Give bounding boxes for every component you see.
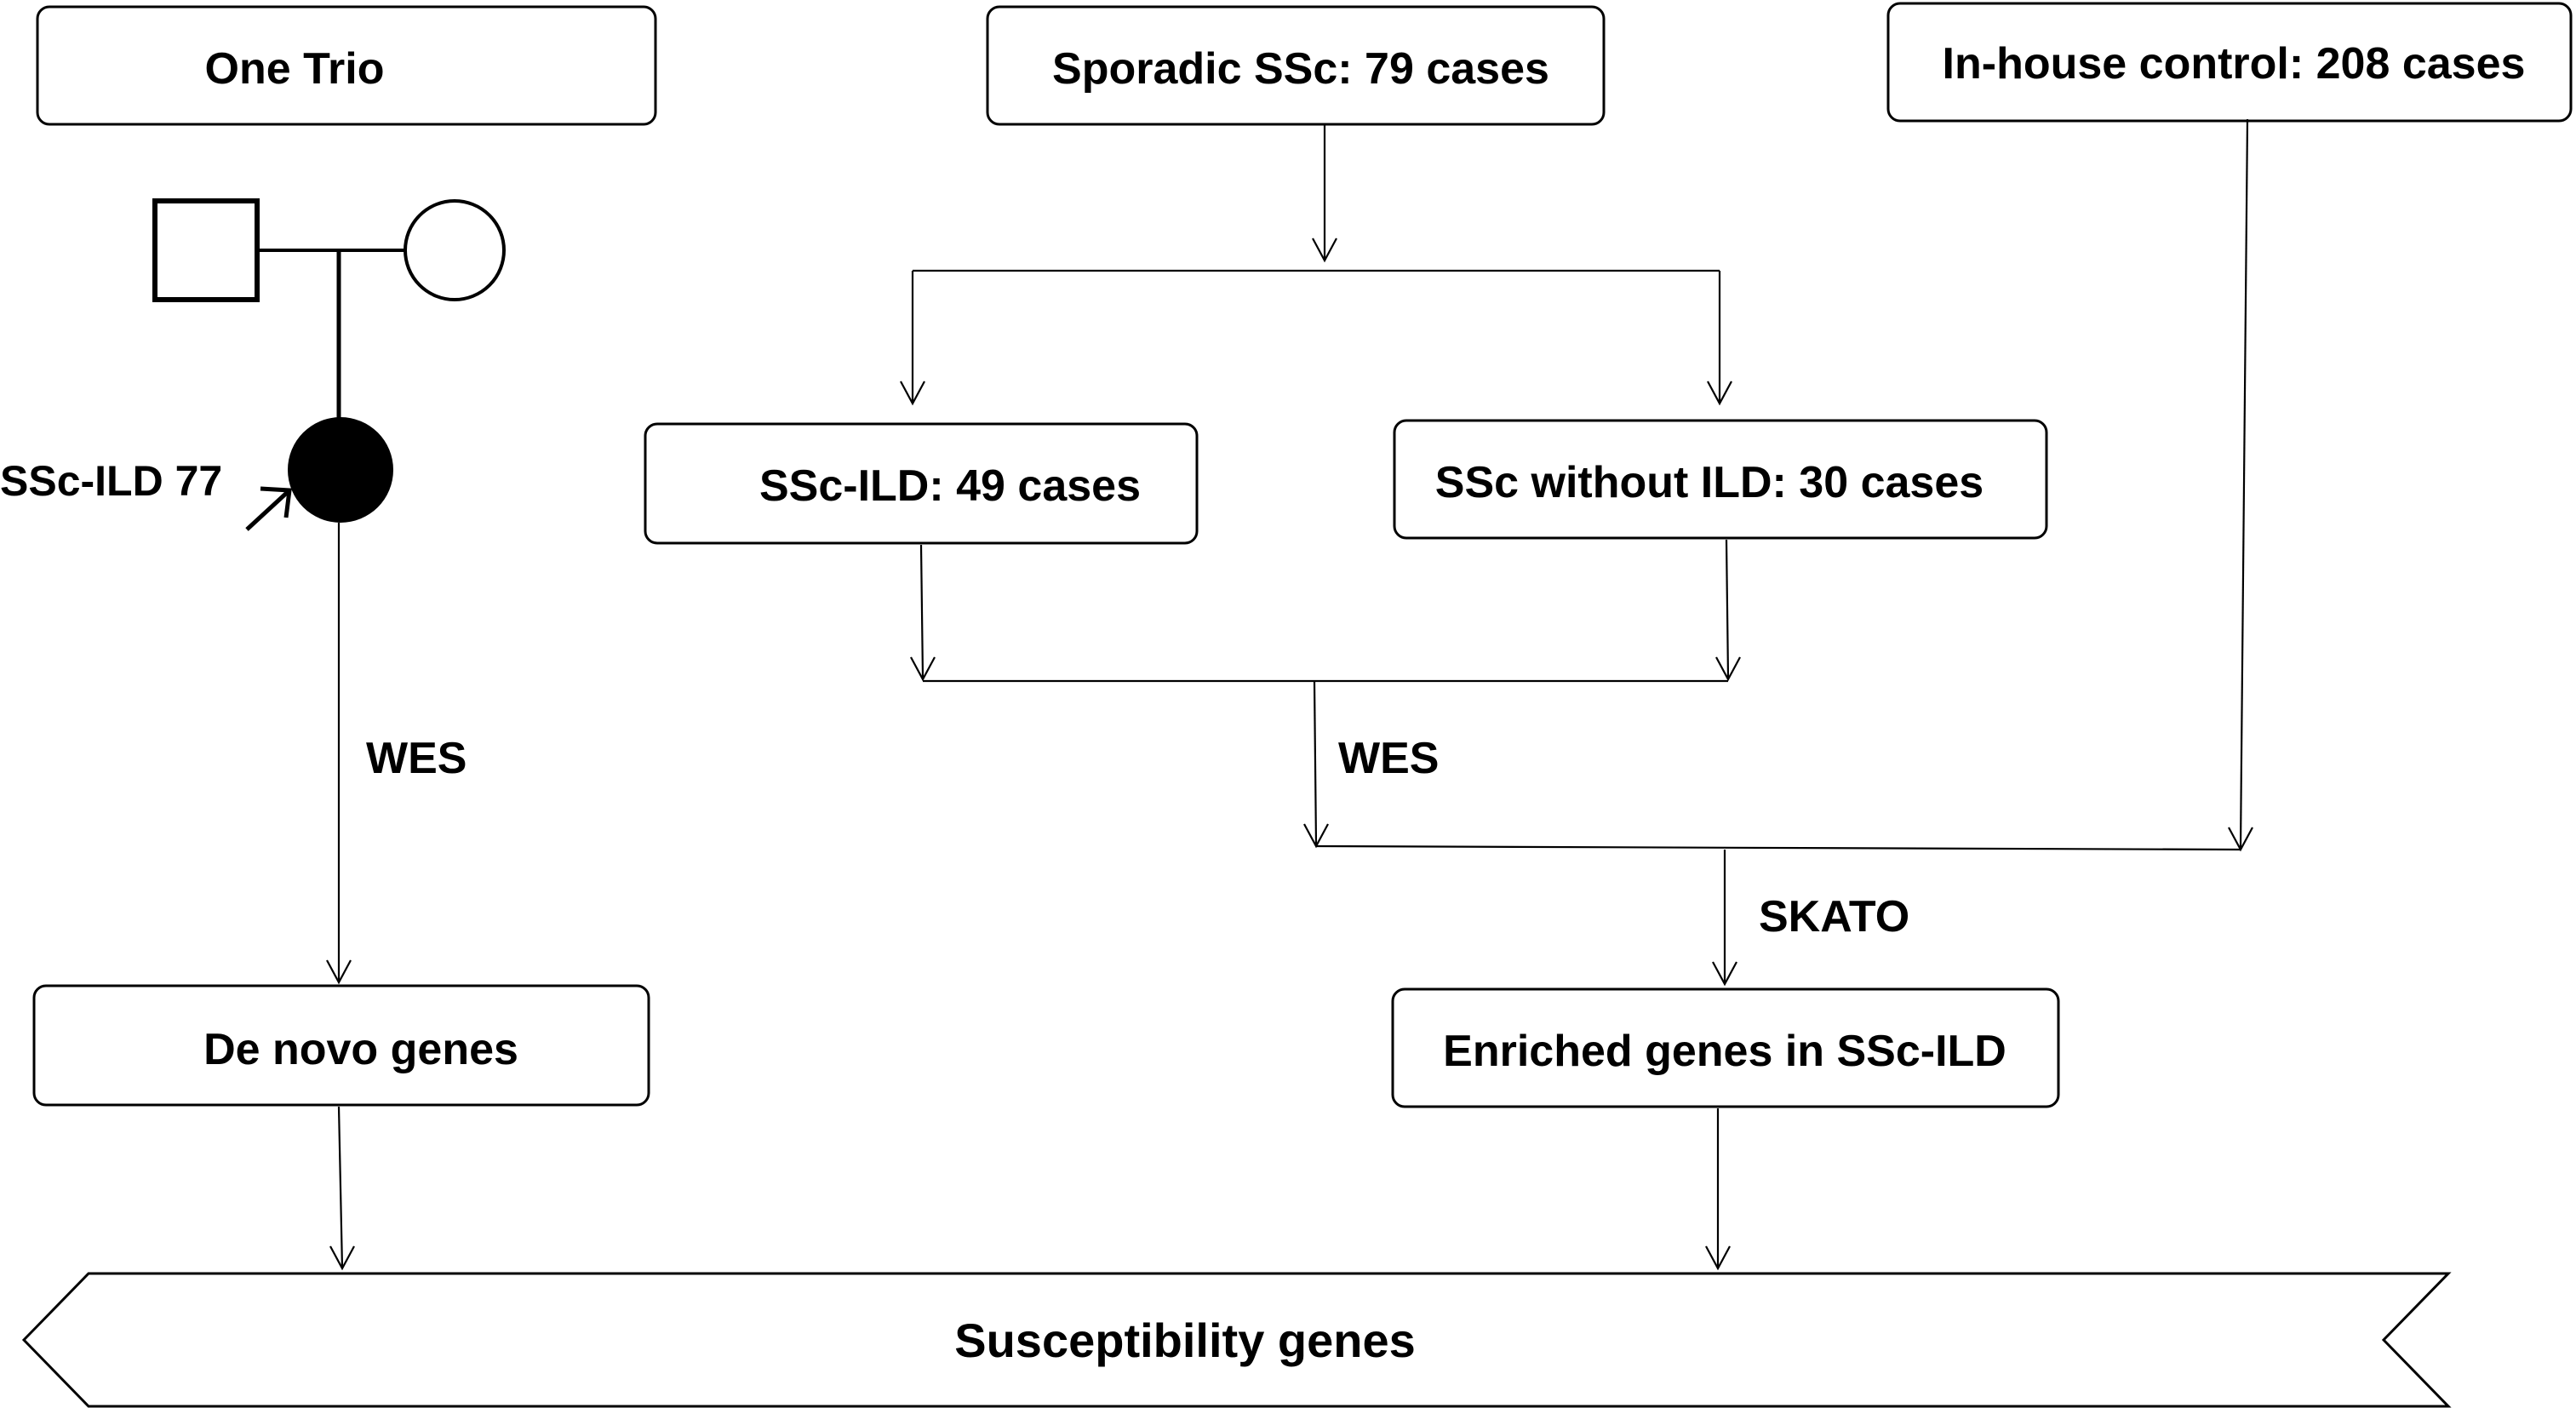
- one-trio-box: One Trio: [36, 5, 657, 126]
- one-trio-label: One Trio: [205, 44, 385, 94]
- susceptibility-label: Susceptibility genes: [954, 1314, 1416, 1367]
- arrowhead-ssc-ild: [900, 381, 925, 406]
- enriched-genes-box: Enriched genes in SSc-ILD: [1391, 987, 2060, 1108]
- in-house-control-label: In-house control: 208 cases: [1943, 39, 2526, 89]
- ssc-without-ild-label: SSc without ILD: 30 cases: [1435, 458, 1984, 507]
- ssc-ild-label: SSc-ILD: 49 cases: [759, 461, 1141, 511]
- ssc-without-ild-box: SSc without ILD: 30 cases: [1393, 419, 2048, 540]
- pedigree: SSc-ILD 77: [0, 198, 506, 531]
- sporadic-ssc-label: Sporadic SSc: 79 cases: [1052, 44, 1549, 94]
- skato-label: SKATO: [1759, 892, 1909, 942]
- proband-arrow: [245, 489, 291, 531]
- arrowhead-sporadic: [1312, 238, 1337, 263]
- susceptibility-banner: Susceptibility genes: [21, 1272, 2452, 1408]
- sporadic-ssc-box: Sporadic SSc: 79 cases: [986, 5, 1606, 126]
- arrowhead-banner-right: [1705, 1245, 1731, 1271]
- enriched-genes-label: Enriched genes in SSc-ILD: [1443, 1027, 2006, 1076]
- arrowhead-merge-right: [1715, 656, 1741, 682]
- connector-control-down: [2239, 118, 2249, 849]
- arrowhead-skato: [1712, 961, 1737, 987]
- connectors: [326, 118, 2253, 1271]
- wes-label-center: WES: [1338, 734, 1439, 783]
- arrowhead-merge-left: [910, 656, 936, 682]
- wes-label-left: WES: [366, 734, 467, 783]
- father-square: [152, 198, 260, 302]
- proband-filled-circle: [288, 417, 393, 523]
- connector-denovo-to-banner: [337, 1106, 344, 1269]
- arrowhead-banner-left: [329, 1245, 355, 1271]
- connector-join-horizontal: [1315, 844, 2241, 851]
- arrowhead-ssc-without-ild: [1707, 381, 1732, 406]
- ssc-ild-box: SSc-ILD: 49 cases: [644, 422, 1199, 545]
- arrowhead-denovo: [326, 959, 352, 985]
- in-house-control-box: In-house control: 208 cases: [1886, 2, 2573, 123]
- proband-label: SSc-ILD 77: [0, 457, 222, 505]
- connector-ssc-ild-down: [919, 544, 924, 678]
- connector-wes-down: [1313, 680, 1318, 845]
- connector-ssc-without-ild-down: [1725, 539, 1730, 678]
- de-novo-genes-box: De novo genes: [32, 984, 650, 1107]
- de-novo-genes-label: De novo genes: [203, 1025, 518, 1074]
- mother-circle: [404, 199, 506, 301]
- proband-arrow-head: [260, 486, 292, 518]
